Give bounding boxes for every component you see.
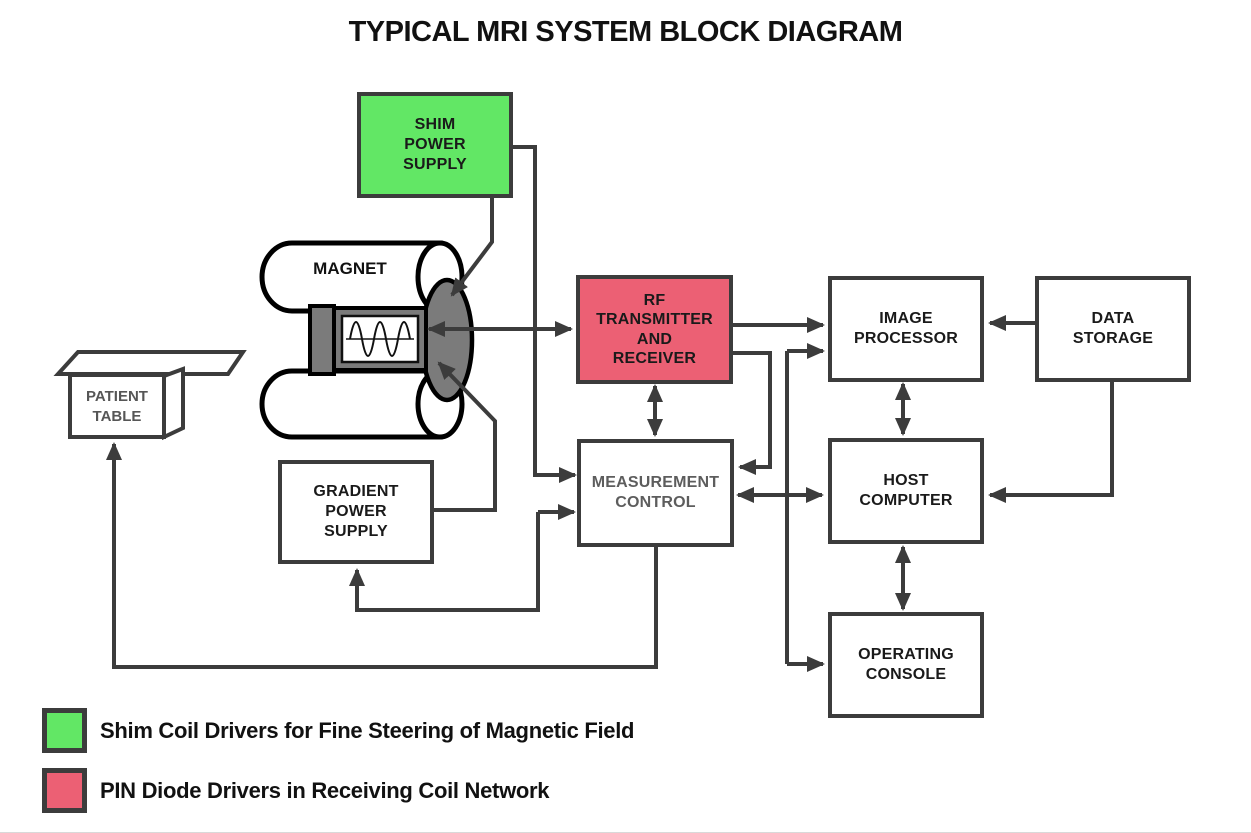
block-rf-transmitter-receiver: RF TRANSMITTER AND RECEIVER: [576, 275, 733, 384]
block-gradient-power-supply: GRADIENT POWER SUPPLY: [278, 460, 434, 564]
magnet-top-cylinder: [259, 240, 443, 314]
magnet-illustration: [259, 240, 475, 440]
patient-table-illustration: [53, 350, 247, 441]
legend-label-pin-diode: PIN Diode Drivers in Receiving Coil Netw…: [100, 777, 550, 803]
patient-table-label: PATIENT TABLE: [86, 387, 148, 425]
connector-measurement-to-patient-table: [106, 442, 658, 669]
block-shim-power-supply: SHIM POWER SUPPLY: [357, 92, 513, 198]
table-side-face: [162, 366, 185, 441]
legend-swatch-pin-diode: [42, 768, 87, 813]
magnet-coil-bracket: [308, 304, 336, 376]
legend-label-shim: Shim Coil Drivers for Fine Steering of M…: [100, 717, 635, 743]
legend-swatch-shim: [42, 708, 87, 753]
block-host-computer: HOST COMPUTER: [828, 438, 984, 544]
connector-datastorage-to-host: [988, 382, 1114, 503]
magnet-label: MAGNET: [313, 259, 387, 278]
block-data-storage: DATA STORAGE: [1035, 276, 1191, 382]
connector-gradient-to-magnet: [433, 361, 497, 512]
connector-rf-to-measurement-control: [733, 351, 772, 475]
block-operating-console: OPERATING CONSOLE: [828, 612, 984, 718]
table-front-face: [68, 373, 166, 439]
block-image-processor: IMAGE PROCESSOR: [828, 276, 984, 382]
table-top-surface: [53, 350, 247, 376]
magnet-bottom-cylinder: [259, 368, 443, 440]
sine-wave: [349, 321, 411, 357]
block-measurement-control: MEASUREMENT CONTROL: [577, 439, 734, 547]
connector-measurement-to-gradient: [349, 512, 540, 612]
magnet-bore-ring: [419, 277, 475, 403]
connectors: [106, 145, 1114, 672]
connector-shim-to-magnet: [450, 197, 494, 297]
diagram-title: TYPICAL MRI SYSTEM BLOCK DIAGRAM: [348, 16, 903, 48]
connector-shim-to-measurement-control: [512, 145, 577, 483]
